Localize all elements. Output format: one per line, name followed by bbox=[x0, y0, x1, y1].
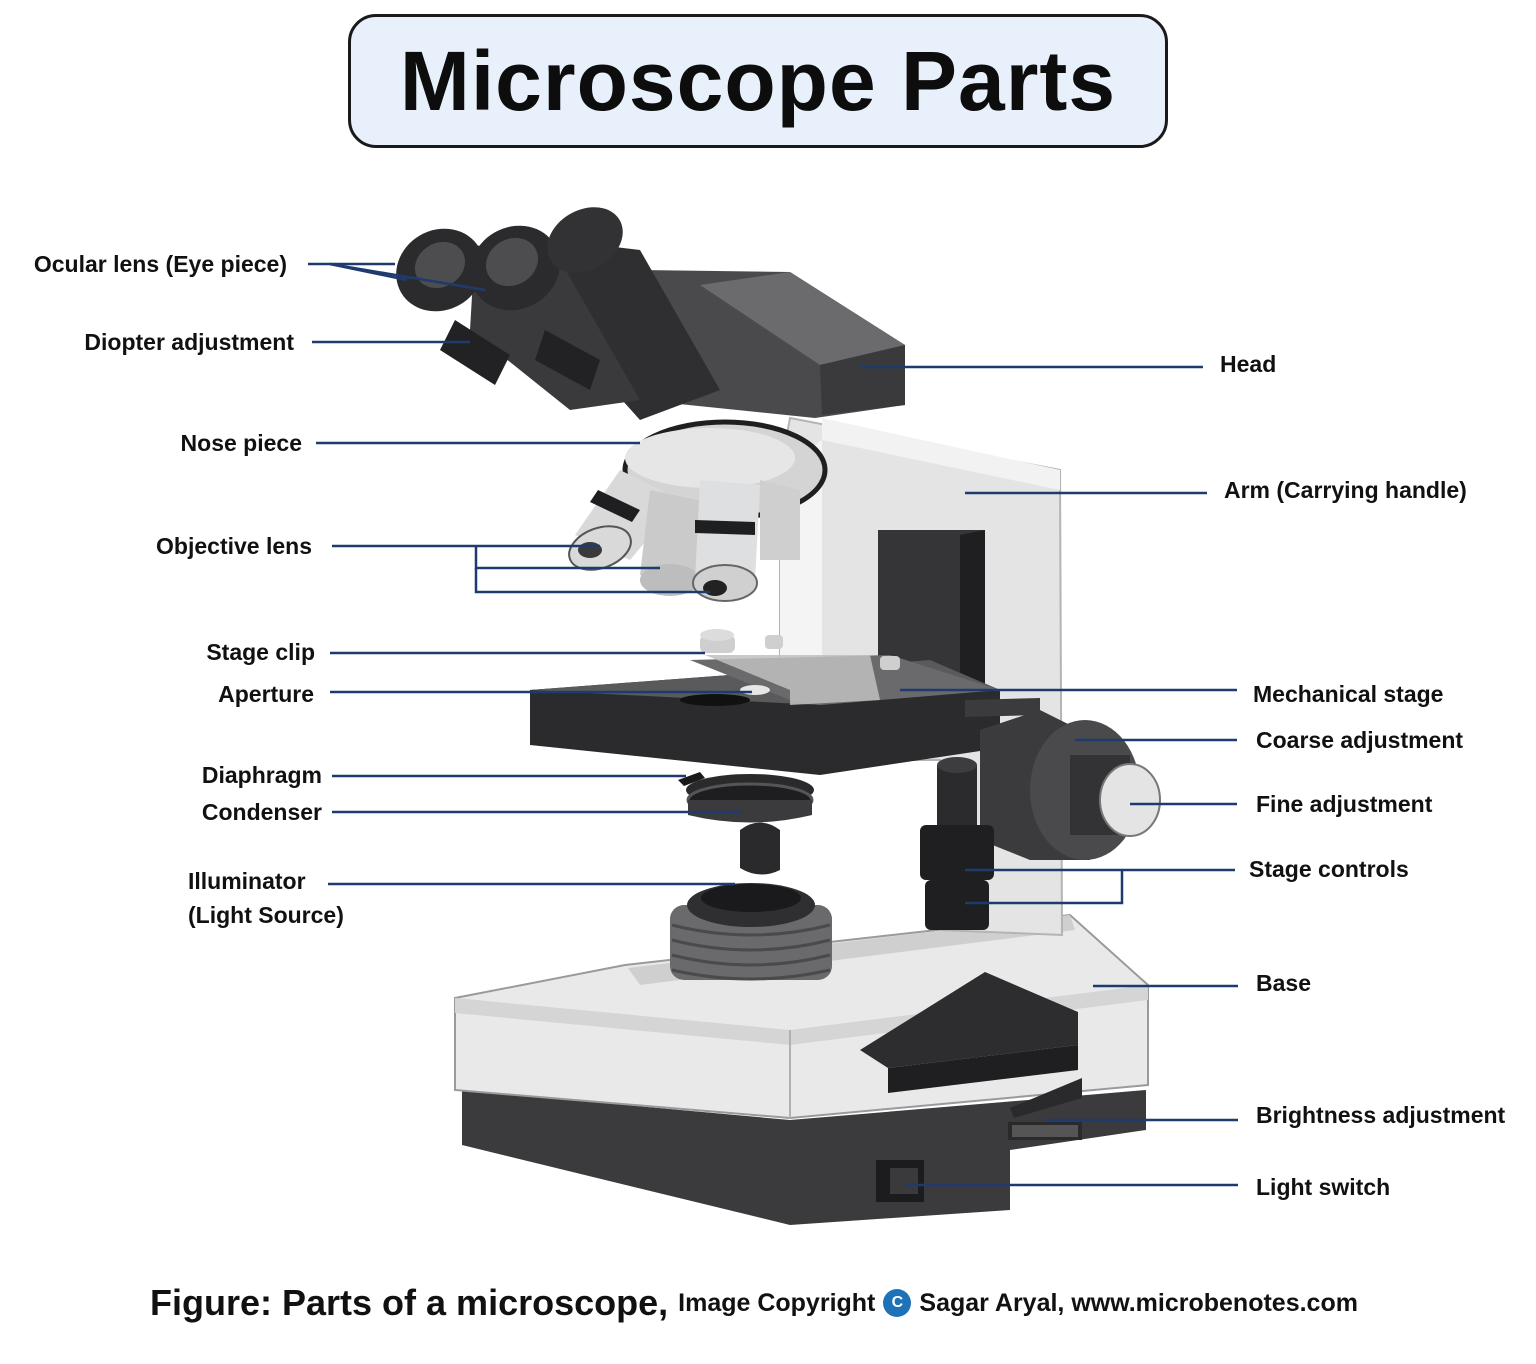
label-fine-adjustment: Fine adjustment bbox=[1256, 791, 1433, 817]
label-illuminator: Illuminator bbox=[188, 868, 306, 894]
label-arm: Arm (Carrying handle) bbox=[1224, 477, 1467, 503]
label-stage-controls: Stage controls bbox=[1249, 856, 1409, 882]
leader-lines bbox=[308, 262, 1238, 1187]
label-nose-piece: Nose piece bbox=[180, 430, 302, 456]
eyepiece-shape bbox=[396, 207, 720, 420]
copyright-icon: C bbox=[883, 1289, 912, 1317]
label-light-source: (Light Source) bbox=[188, 902, 344, 928]
illuminator-shape bbox=[670, 822, 832, 981]
label-brightness-adjustment: Brightness adjustment bbox=[1256, 1102, 1506, 1128]
label-base: Base bbox=[1256, 970, 1311, 996]
label-light-switch: Light switch bbox=[1256, 1174, 1391, 1200]
label-condenser: Condenser bbox=[201, 799, 322, 825]
label-objective-lens: Objective lens bbox=[156, 533, 312, 559]
label-head: Head bbox=[1220, 351, 1277, 377]
objectives-shape bbox=[568, 470, 800, 602]
caption-main: Figure: Parts of a microscope, bbox=[150, 1282, 669, 1323]
label-aperture: Aperture bbox=[218, 681, 314, 707]
figure-caption: Figure: Parts of a microscope, Image Cop… bbox=[150, 1282, 1358, 1324]
label-diaphragm: Diaphragm bbox=[201, 762, 322, 788]
leader-stage-controls-b bbox=[965, 870, 1124, 905]
label-stage-clip: Stage clip bbox=[206, 639, 315, 665]
title-box: Microscope Parts bbox=[348, 14, 1168, 148]
condenser-shape bbox=[678, 772, 814, 823]
label-diopter-adjustment: Diopter adjustment bbox=[84, 329, 294, 355]
page-title: Microscope Parts bbox=[399, 33, 1117, 128]
stage-shape bbox=[530, 629, 1040, 775]
base-shape bbox=[454, 913, 1149, 1225]
label-mechanical-stage: Mechanical stage bbox=[1253, 681, 1444, 707]
focus-knobs-shape bbox=[920, 710, 1161, 930]
leader-objective-c bbox=[474, 568, 710, 594]
label-coarse-adjustment: Coarse adjustment bbox=[1256, 727, 1464, 753]
leader-ocular-c bbox=[329, 262, 486, 292]
caption-author: Sagar Aryal, www.microbenotes.com bbox=[919, 1288, 1358, 1317]
caption-copyright-text: Image Copyright bbox=[678, 1288, 876, 1317]
label-ocular-lens: Ocular lens (Eye piece) bbox=[33, 251, 287, 277]
